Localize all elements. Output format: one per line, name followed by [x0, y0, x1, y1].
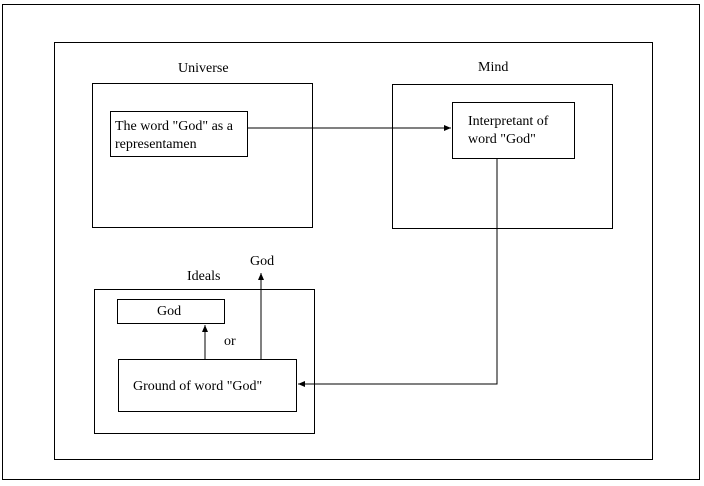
or-label: or [224, 334, 236, 349]
ideals-label: Ideals [187, 269, 221, 284]
god-node: God [117, 299, 225, 324]
representamen-line-1: The word "God" as a [115, 119, 233, 134]
representamen-line-2: representamen [115, 137, 197, 152]
interpretant-line-2: word "God" [468, 132, 536, 147]
outer-frame [2, 4, 700, 480]
interpretant-node: Interpretant of word "God" [452, 102, 575, 159]
god-node-label: God [157, 304, 182, 319]
inner-frame [54, 42, 653, 460]
universe-label: Universe [178, 61, 229, 76]
ground-node-label: Ground of word "God" [133, 379, 263, 394]
arrow-interpretant-to-ground [298, 159, 498, 387]
ground-node: Ground of word "God" [118, 359, 297, 412]
mind-label: Mind [478, 60, 509, 75]
interpretant-line-1: Interpretant of [468, 114, 549, 129]
representamen-node: The word "God" as a representamen [110, 111, 248, 157]
god-outside-label: God [250, 254, 275, 269]
